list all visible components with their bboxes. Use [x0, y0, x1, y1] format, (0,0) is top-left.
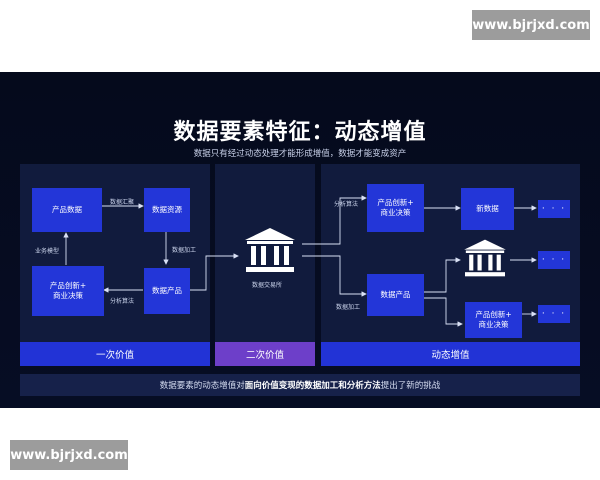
node-innovation-right-bottom: 产品创新+ 商业决策 [465, 302, 522, 338]
node-innovation-left-line2: 商业决策 [53, 291, 83, 300]
node-product-data: 产品数据 [32, 188, 102, 232]
connector-lines [63, 195, 537, 327]
band-second-value: 二次价值 [215, 342, 315, 366]
dots-node-1: · · · [538, 200, 570, 218]
node-data-resource-label: 数据资源 [152, 204, 182, 214]
dots-node-2: · · · [538, 251, 570, 269]
label-business-model: 业务模型 [35, 248, 60, 255]
label-analysis-right: 分析算法 [334, 201, 359, 208]
node-innovation-right-top-line1: 产品创新+ [377, 197, 414, 207]
watermark-bottom: www.bjrjxd.com [10, 440, 128, 470]
node-data-product-right: 数据产品 [367, 274, 424, 316]
node-data-product-left: 数据产品 [144, 268, 190, 314]
node-innovation-right-bottom-line2: 商业决策 [478, 320, 509, 329]
node-product-data-label: 产品数据 [52, 204, 82, 214]
slide-title: 数据要素特征：动态增值 [173, 120, 427, 145]
node-data-product-left-label: 数据产品 [152, 285, 182, 295]
node-new-data-label: 新数据 [476, 203, 499, 213]
dots-node-3: · · · [538, 305, 570, 323]
label-analysis-left: 分析算法 [110, 298, 135, 305]
bank-icon-right [464, 239, 506, 277]
slide-subtitle: 数据只有经过动态处理才能形成增值，数据才能变成资产 [193, 149, 407, 159]
node-new-data: 新数据 [461, 188, 514, 230]
node-innovation-left-line1: 产品创新+ [49, 280, 87, 290]
node-data-resource: 数据资源 [144, 188, 190, 232]
bank-icon [245, 228, 295, 272]
footer-part1: 数据要素的动态增值对 [159, 381, 245, 391]
band-dynamic-value: 动态增值 [321, 342, 580, 366]
slide: 数据要素特征：动态增值 数据只有经过动态处理才能形成增值，数据才能变成资产 [0, 72, 600, 408]
footer-part2: 面向价值变现的数据加工和分析方法 [244, 381, 381, 391]
footer-part3: 提出了新的挑战 [380, 381, 441, 391]
watermark-top: www.bjrjxd.com [472, 10, 590, 40]
label-process-left: 数据加工 [172, 247, 197, 254]
footer-caption: 数据要素的动态增值对面向价值变现的数据加工和分析方法提出了新的挑战 [20, 374, 580, 396]
band-first-value: 一次价值 [20, 342, 210, 366]
label-process-right: 数据加工 [336, 304, 361, 311]
node-innovation-right-bottom-line1: 产品创新+ [475, 309, 512, 319]
label-aggregate: 数据汇聚 [110, 199, 135, 206]
node-innovation-right-top: 产品创新+ 商业决策 [367, 184, 424, 232]
node-data-product-right-label: 数据产品 [380, 289, 411, 299]
node-innovation-right-top-line2: 商业决策 [380, 208, 411, 217]
exchange-label: 数据交易所 [252, 282, 283, 289]
node-innovation-left: 产品创新+ 商业决策 [32, 266, 104, 316]
